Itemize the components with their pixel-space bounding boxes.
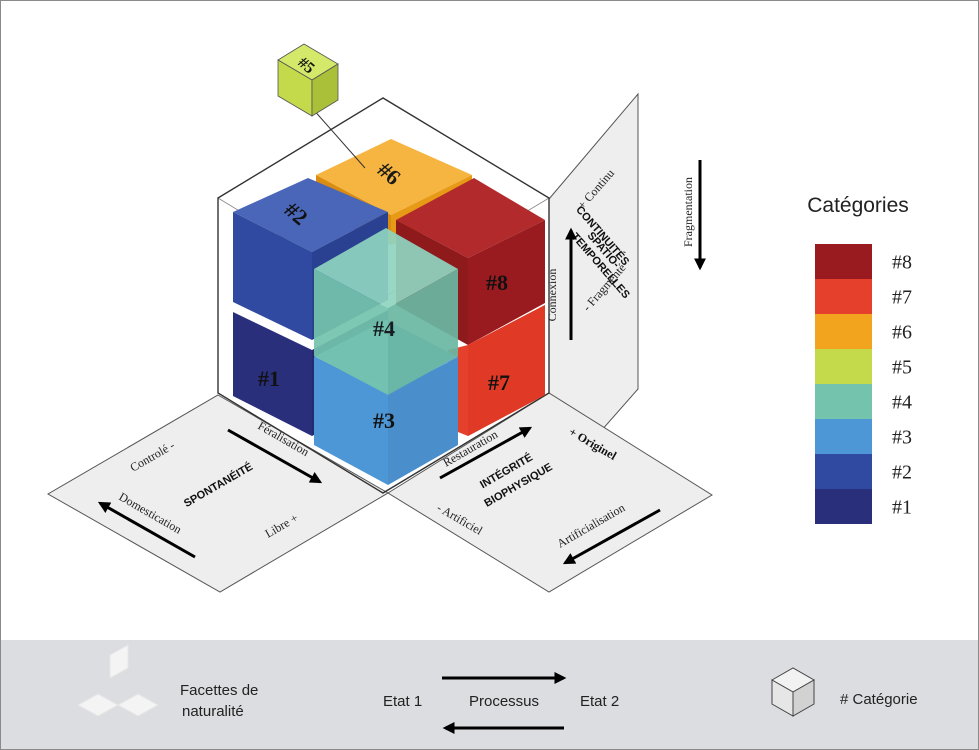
cube-label-3: #3	[373, 408, 395, 433]
restauration-arrow	[439, 426, 533, 480]
state1-label: Etat 1	[383, 693, 422, 710]
cube-5-leader-line	[311, 107, 366, 169]
feralisation-arrow	[227, 428, 323, 484]
footer-band	[1, 640, 978, 749]
legend-label: #3	[892, 427, 912, 449]
legend-swatch	[815, 349, 872, 384]
category-cube-icon	[770, 667, 816, 717]
legend-title: Catégories	[807, 194, 909, 217]
cube-label-4: #4	[373, 316, 395, 341]
legend-swatch	[815, 279, 872, 314]
legend-label: #8	[892, 252, 912, 274]
legend-label: #2	[892, 462, 912, 484]
legend-label: #7	[892, 287, 912, 309]
domestication-arrow	[97, 501, 196, 559]
artificialisation-arrow	[562, 508, 661, 565]
category-cube-7: #7	[448, 305, 545, 436]
legend-swatch	[815, 489, 872, 524]
cube-label-1: #1	[258, 366, 280, 391]
category-cube-5: #5	[277, 43, 339, 117]
cube-label-7: #7	[488, 370, 510, 395]
legend-label: #5	[892, 357, 912, 379]
state2-label: Etat 2	[580, 693, 619, 710]
legend-label: #4	[892, 392, 912, 414]
legend-label: #1	[892, 497, 912, 519]
legend-swatch	[815, 454, 872, 489]
legend-label: #6	[892, 322, 912, 344]
category-cube-4: #4	[314, 228, 458, 395]
category-label: # Catégorie	[840, 691, 918, 708]
fragmentation-label: Fragmentation	[681, 177, 695, 247]
facets-label-line1: Facettes de	[180, 682, 258, 699]
legend-swatch	[815, 419, 872, 454]
legend-swatch	[815, 244, 872, 279]
legend: #8 #7 #6 #5 #4 #3 #2 #1	[815, 244, 912, 524]
right-floor-panel	[387, 392, 713, 593]
facets-icon	[76, 644, 160, 717]
facets-label-line2: naturalité	[182, 703, 244, 720]
connexion-label: Connexion	[545, 269, 559, 322]
cube-frame	[217, 97, 550, 494]
legend-swatch	[815, 384, 872, 419]
legend-swatch	[815, 314, 872, 349]
cube-label-8: #8	[486, 270, 508, 295]
process-label: Processus	[469, 693, 539, 710]
